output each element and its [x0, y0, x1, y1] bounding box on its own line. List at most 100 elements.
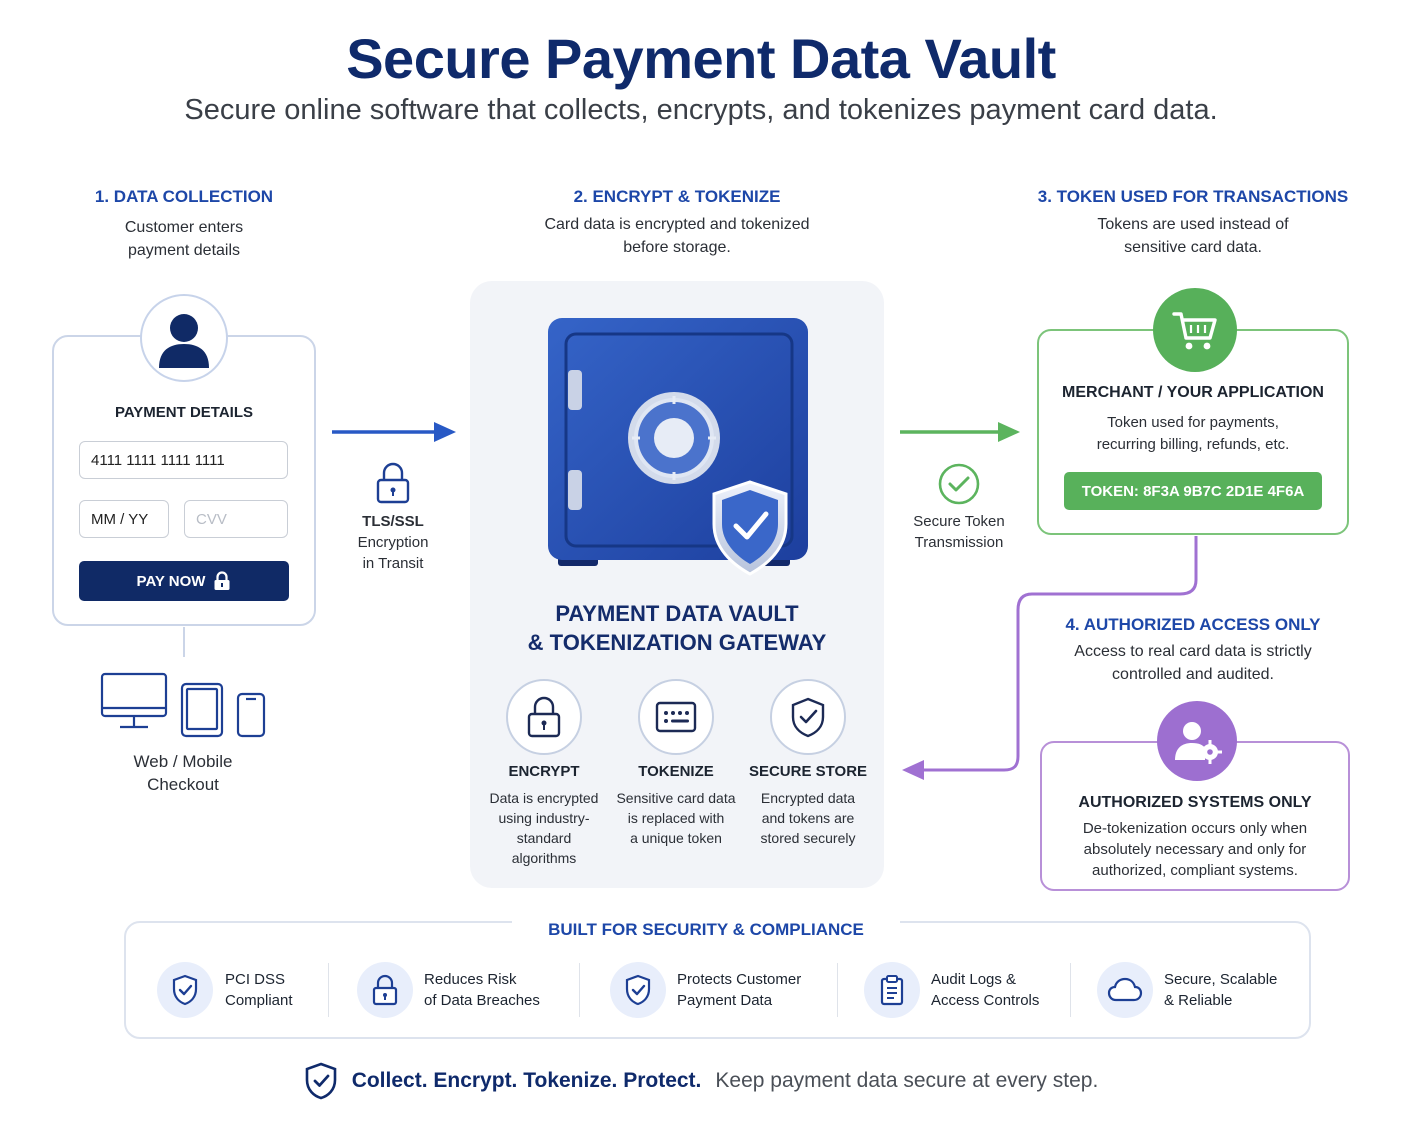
safe-vault-icon	[548, 318, 808, 576]
lock-icon	[214, 571, 230, 590]
cvv-field[interactable]: CVV	[184, 500, 288, 538]
devices-label: Web / Mobile Checkout	[90, 750, 276, 796]
tokenize-desc-line1: Sensitive card data	[616, 790, 736, 806]
user-icon	[159, 314, 209, 368]
user-gear-icon	[1175, 722, 1222, 764]
tokenize-feature-title: TOKENIZE	[638, 763, 714, 780]
token-value-badge: TOKEN: 8F3A 9B7C 2D1E 4F6A	[1064, 472, 1322, 510]
compliance-divider	[837, 963, 838, 1017]
shield-check-icon	[305, 1062, 336, 1100]
lock-icon	[372, 974, 398, 1006]
compliance-divider	[1070, 963, 1071, 1017]
authorized-desc-line1: De-tokenization occurs only when	[1082, 820, 1308, 837]
transit-label-line2: Encryption	[357, 534, 429, 551]
step-3-desc: Tokens are used instead of sensitive car…	[1005, 213, 1381, 259]
compliance-text-line1: Audit Logs &	[931, 971, 1017, 988]
compliance-icon-circle	[1097, 962, 1153, 1018]
compliance-divider	[579, 963, 580, 1017]
devices-label-line2: Checkout	[147, 775, 219, 794]
cloud-icon	[1107, 977, 1143, 1002]
vault-title-line1: PAYMENT DATA VAULT	[555, 601, 799, 626]
merchant-title: MERCHANT / YOUR APPLICATION	[1062, 384, 1324, 401]
shield-check-icon	[791, 697, 825, 738]
compliance-text-line2: of Data Breaches	[424, 992, 540, 1009]
authorized-desc-line3: authorized, compliant systems.	[1092, 862, 1298, 879]
secure-store-desc-line3: stored securely	[760, 830, 856, 846]
encrypt-desc-line2: using industry-	[498, 810, 590, 826]
step-1-desc: Customer enters payment details	[52, 216, 316, 262]
transit-label-line1: TLS/SSL	[362, 513, 424, 530]
expiry-field[interactable]: MM / YY	[79, 500, 169, 538]
payment-details-label: PAYMENT DETAILS	[114, 404, 254, 421]
step-3-desc-line2: sensitive card data.	[1124, 239, 1262, 256]
step-2-desc: Card data is encrypted and tokenized bef…	[470, 213, 884, 259]
step-4-desc-line2: controlled and audited.	[1112, 666, 1274, 683]
token-arrow	[900, 422, 1020, 442]
transit-label: TLS/SSL Encryption in Transit	[340, 511, 446, 574]
authorized-systems-desc: De-tokenization occurs only when absolut…	[1040, 818, 1350, 881]
compliance-text-line1: Secure, Scalable	[1164, 971, 1278, 988]
step-3-desc-line1: Tokens are used instead of	[1097, 216, 1289, 233]
compliance-text-line1: Reduces Risk	[424, 971, 517, 988]
secure-store-desc-line1: Encrypted data	[760, 790, 856, 806]
compliance-divider	[328, 963, 329, 1017]
customer-avatar	[140, 294, 228, 382]
footer-rest-text: Keep payment data secure at every step.	[715, 1069, 1099, 1092]
token-card-icon	[655, 701, 697, 733]
footer-tagline: Collect. Encrypt. Tokenize. Protect. Kee…	[0, 1062, 1402, 1100]
compliance-item-audit: Audit Logs & Access Controls	[864, 962, 1039, 1018]
transit-arrow	[332, 422, 456, 442]
step-1-desc-line2: payment details	[127, 242, 241, 259]
devices-icon	[100, 672, 266, 738]
shield-check-icon	[172, 974, 198, 1006]
compliance-title: BUILT FOR SECURITY & COMPLIANCE	[512, 914, 900, 946]
card-number-field[interactable]: 4111 1111 1111 1111	[79, 441, 288, 479]
step-2-desc-line1: Card data is encrypted and tokenized	[544, 216, 810, 233]
authorized-user-circle	[1157, 701, 1237, 781]
step-2-title: 2. ENCRYPT & TOKENIZE	[573, 187, 781, 206]
compliance-icon-circle	[357, 962, 413, 1018]
vault-title: PAYMENT DATA VAULT & TOKENIZATION GATEWA…	[470, 599, 884, 657]
compliance-icon-circle	[610, 962, 666, 1018]
compliance-icon-circle	[157, 962, 213, 1018]
compliance-text-line1: Protects Customer	[677, 971, 802, 988]
devices-label-line1: Web / Mobile	[133, 752, 233, 771]
secure-store-feature-circle	[770, 679, 846, 755]
pay-now-label: PAY NOW	[136, 572, 206, 590]
encrypt-desc-line1: Data is encrypted	[489, 790, 599, 806]
tokenize-desc-line2: is replaced with	[627, 810, 725, 826]
compliance-item-protect: Protects Customer Payment Data	[610, 962, 801, 1018]
step-2-desc-line2: before storage.	[623, 239, 731, 256]
authorized-systems-title: AUTHORIZED SYSTEMS ONLY	[1078, 794, 1312, 811]
step-4-desc: Access to real card data is strictly con…	[1030, 640, 1356, 686]
authorized-desc-line2: absolutely necessary and only for	[1083, 841, 1307, 858]
token-transmission-line1: Secure Token	[913, 513, 1005, 530]
compliance-icon-circle	[864, 962, 920, 1018]
compliance-text: Reduces Risk of Data Breaches	[424, 969, 540, 1011]
authorized-access-connector	[902, 536, 1198, 780]
secure-store-desc-line2: and tokens are	[761, 810, 855, 826]
compliance-text: Secure, Scalable & Reliable	[1164, 969, 1277, 1011]
encrypt-feature-desc: Data is encrypted using industry- standa…	[478, 788, 610, 868]
transit-label-line3: in Transit	[362, 555, 424, 572]
encrypt-lock-icon	[527, 696, 561, 738]
compliance-text-line1: PCI DSS	[225, 971, 286, 988]
step-1-desc-line1: Customer enters	[124, 219, 244, 236]
encrypt-feature-circle	[506, 679, 582, 755]
pay-now-button[interactable]: PAY NOW	[79, 561, 289, 601]
compliance-item-scalable: Secure, Scalable & Reliable	[1097, 962, 1277, 1018]
merchant-desc: Token used for payments, recurring billi…	[1037, 412, 1349, 456]
merchant-desc-line2: recurring billing, refunds, etc.	[1096, 436, 1290, 453]
tokenize-desc-line3: a unique token	[630, 830, 722, 846]
merchant-desc-line1: Token used for payments,	[1107, 414, 1279, 431]
secure-store-feature-desc: Encrypted data and tokens are stored sec…	[742, 788, 874, 848]
padlock-icon	[376, 462, 410, 504]
tokenize-feature-desc: Sensitive card data is replaced with a u…	[606, 788, 746, 848]
compliance-text: Audit Logs & Access Controls	[931, 969, 1039, 1011]
encrypt-desc-line4: algorithms	[511, 850, 577, 866]
compliance-item-risk: Reduces Risk of Data Breaches	[357, 962, 540, 1018]
shield-check-icon	[625, 974, 651, 1006]
compliance-text: Protects Customer Payment Data	[677, 969, 801, 1011]
tokenize-feature-circle	[638, 679, 714, 755]
compliance-item-pci: PCI DSS Compliant	[157, 962, 293, 1018]
